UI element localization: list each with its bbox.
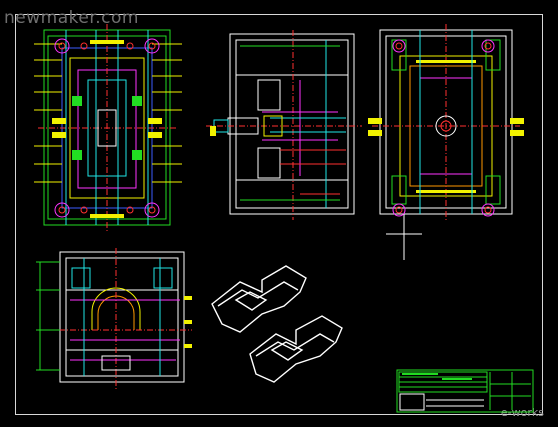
watermark-text: newmaker.com (4, 8, 139, 28)
view-top-left (34, 24, 182, 232)
view-product-parts (211, 265, 343, 383)
drawing-frame (15, 14, 543, 415)
crosshair-cursor-icon (386, 222, 422, 260)
view-top-right (368, 24, 524, 248)
title-block (396, 369, 534, 413)
view-bottom-left (36, 248, 192, 390)
view-top-middle (206, 30, 362, 220)
